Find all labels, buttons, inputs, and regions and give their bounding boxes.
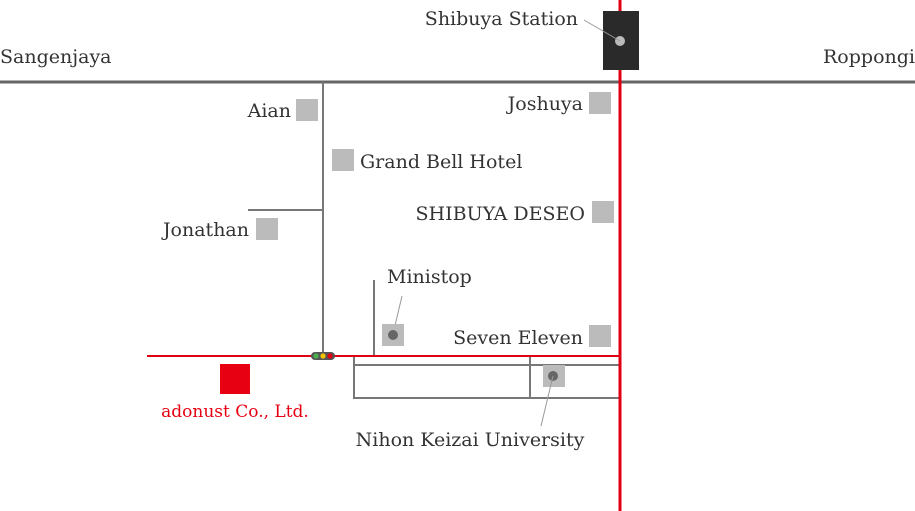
aian-square-marker-icon	[296, 99, 318, 121]
shibuya-deseo-label: SHIBUYA DESEO	[416, 203, 585, 225]
traffic-light-green	[313, 353, 319, 359]
traffic-light-yellow	[320, 353, 326, 359]
sangenjaya-label: Sangenjaya	[0, 46, 112, 68]
joshuya-label: Joshuya	[506, 93, 583, 115]
station-leader-line	[583, 19, 621, 42]
company-marker-icon	[220, 364, 250, 394]
grand-bell-hotel-label: Grand Bell Hotel	[360, 151, 522, 173]
seven-eleven-square-marker-icon	[589, 325, 611, 347]
joshuya-square-marker-icon	[589, 92, 611, 114]
ministop-pin-icon	[388, 330, 398, 340]
ministop-label: Ministop	[387, 266, 472, 288]
shibuya-deseo-square-marker-icon	[592, 201, 614, 223]
roppongi-label: Roppongi	[823, 46, 915, 68]
company-label: adonust Co., Ltd.	[161, 402, 309, 422]
jonathan-label: Jonathan	[161, 219, 249, 241]
grand-bell-hotel-square-marker-icon	[332, 149, 354, 171]
nihon-keizai-university-label: Nihon Keizai University	[356, 429, 585, 451]
shibuya-station-label: Shibuya Station	[425, 8, 578, 30]
university-block-outline	[353, 356, 620, 399]
university-leader-line	[540, 375, 554, 427]
seven-eleven-label: Seven Eleven	[453, 327, 583, 349]
traffic-light-red	[327, 353, 333, 359]
jonathan-square-marker-icon	[256, 218, 278, 240]
aian-label: Aian	[247, 100, 291, 122]
